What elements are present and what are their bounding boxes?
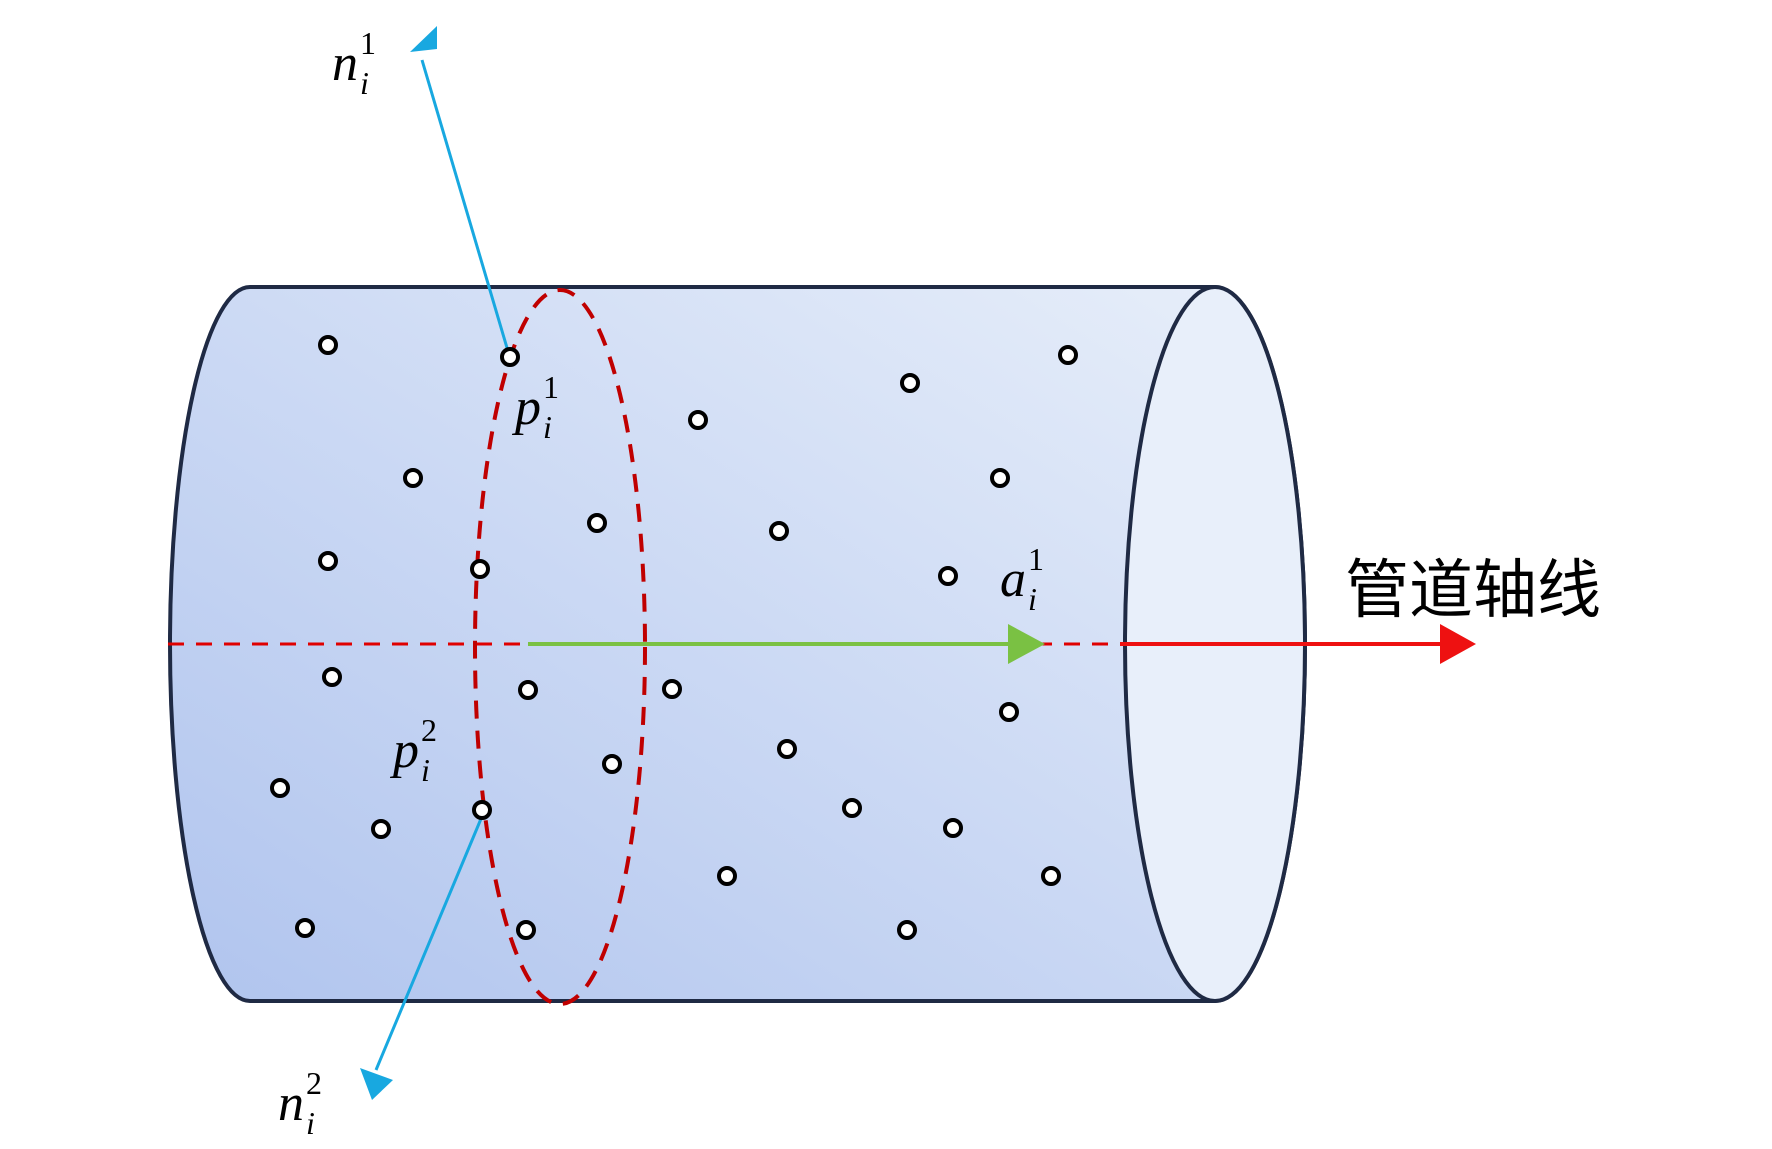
label-p-i-2-sup: 2 <box>421 712 437 748</box>
label-n-i-1-base: n <box>332 35 358 92</box>
label-n-i-2-sup: 2 <box>306 1065 322 1101</box>
point-13 <box>769 521 789 541</box>
point-11 <box>587 513 607 533</box>
pipe-axis-arrowhead <box>1440 624 1476 664</box>
point-27 <box>1041 866 1061 886</box>
point-20 <box>717 866 737 886</box>
normal-vector-2-line <box>374 813 485 1071</box>
normal-vector-1-line <box>420 59 512 359</box>
label-n-i-1-sub: i <box>360 65 369 101</box>
point-5 <box>470 559 490 579</box>
cross-section-dashed-ellipse <box>473 288 647 1006</box>
normal-vector-2-arrowhead <box>360 1068 393 1100</box>
point-10 <box>516 920 536 940</box>
label-n-i-1: n1 i <box>332 25 376 101</box>
point-1 <box>318 335 338 355</box>
normal-vector-1-arrowhead <box>410 26 437 52</box>
point-3 <box>403 468 423 488</box>
point-22 <box>1058 345 1078 365</box>
point-26 <box>943 818 963 838</box>
label-p-i-2-base: p <box>389 722 419 779</box>
label-a-i-1: a1 i <box>1000 541 1044 617</box>
label-n-i-2: n2 i <box>278 1065 322 1141</box>
point-19 <box>842 798 862 818</box>
point-28 <box>897 920 917 940</box>
label-pipe-axis: 管道轴线 <box>1345 554 1601 628</box>
point-23 <box>990 468 1010 488</box>
point-6 <box>322 667 342 687</box>
axis-vector-arrowhead <box>1008 624 1045 664</box>
label-p-i-1-sup: 1 <box>543 369 559 405</box>
label-n-i-2-sub: i <box>306 1105 315 1141</box>
point-12 <box>688 410 708 430</box>
label-p-i-1: p1 i <box>511 369 559 445</box>
point-2 <box>500 347 520 367</box>
label-n-i-1-sup: 1 <box>360 25 376 61</box>
point-25 <box>999 702 1019 722</box>
point-14 <box>662 679 682 699</box>
point-9 <box>295 918 315 938</box>
point-24 <box>938 566 958 586</box>
label-p-i-1-base: p <box>511 379 541 436</box>
point-cloud <box>270 335 1078 940</box>
point-17 <box>472 800 492 820</box>
label-a-i-1-sub: i <box>1028 581 1037 617</box>
point-21 <box>900 373 920 393</box>
point-8 <box>371 819 391 839</box>
point-16 <box>602 754 622 774</box>
point-4 <box>318 551 338 571</box>
label-p-i-2-sub: i <box>421 752 430 788</box>
label-p-i-2: p2 i <box>389 712 437 788</box>
label-a-i-1-base: a <box>1000 551 1026 608</box>
point-18 <box>777 739 797 759</box>
label-n-i-2-base: n <box>278 1075 304 1132</box>
label-p-i-1-sub: i <box>543 409 552 445</box>
point-15 <box>518 680 538 700</box>
label-a-i-1-sup: 1 <box>1028 541 1044 577</box>
point-7 <box>270 778 290 798</box>
